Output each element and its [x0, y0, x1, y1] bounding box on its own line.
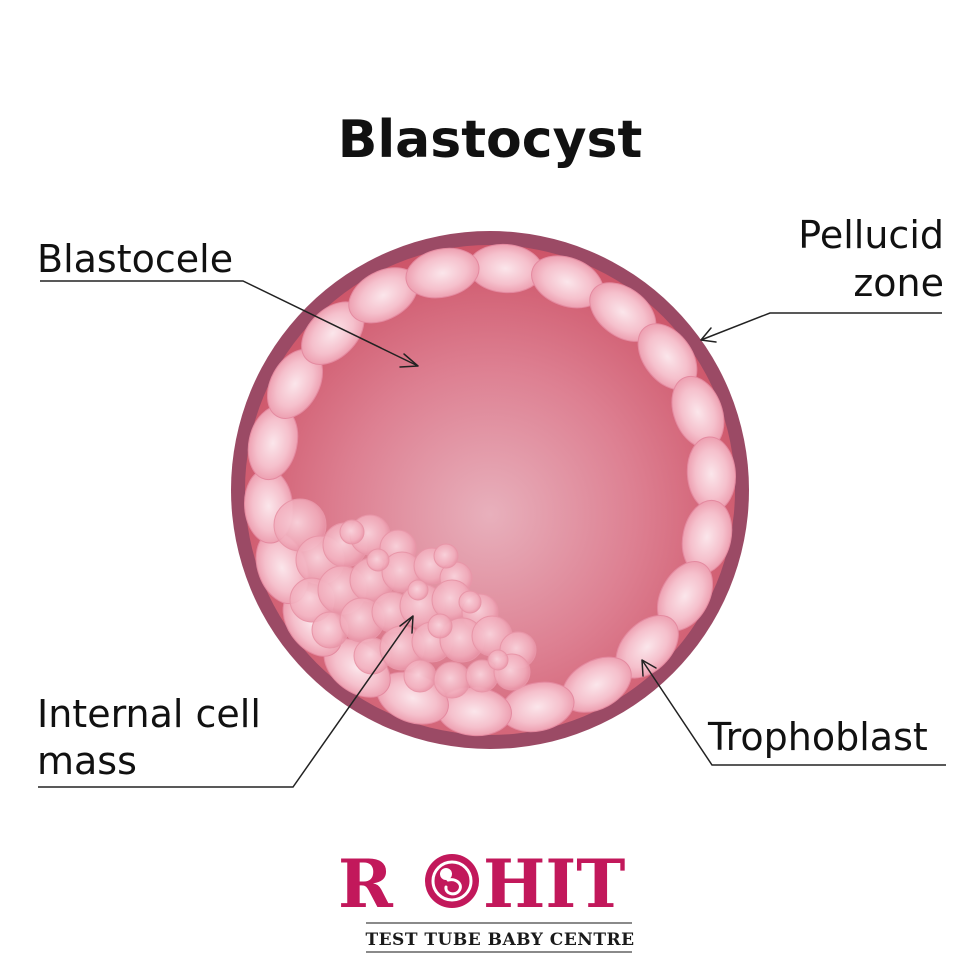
logo-embryo-emblem	[425, 854, 479, 908]
logo-letter-r: R	[338, 845, 394, 923]
trophoblast-cell	[405, 247, 480, 299]
arrowhead-blastocele	[399, 353, 419, 368]
inner-cell	[433, 661, 471, 699]
rohit-logo: R HIT TEST TUBE BABY CENTRE	[338, 845, 634, 953]
logo-letters-hit: HIT	[483, 845, 625, 923]
label-pellucid-zone-line1: Pellucid	[798, 213, 944, 257]
inner-cell	[407, 579, 429, 601]
label-pellucid-zone-line2: zone	[853, 261, 944, 305]
arrowhead-pellucid-zone	[700, 327, 717, 343]
arrowhead-trophoblast	[641, 659, 657, 677]
inner-cell	[339, 519, 365, 545]
leader-pellucid-zone	[700, 312, 942, 343]
label-blastocele: Blastocele	[37, 237, 233, 281]
label-internal-cell-mass-line2: mass	[37, 739, 137, 783]
leader-trophoblast	[641, 659, 946, 766]
logo-tagline: TEST TUBE BABY CENTRE	[365, 930, 634, 950]
blastocyst-body	[231, 231, 749, 749]
label-trophoblast: Trophoblast	[707, 715, 928, 759]
arrowhead-internal-cell-mass	[399, 615, 414, 634]
inner-cell	[403, 659, 437, 693]
diagram-title: Blastocyst	[338, 110, 643, 170]
label-internal-cell-mass-line1: Internal cell	[37, 692, 261, 736]
inner-cell	[458, 590, 482, 614]
inner-cell	[366, 548, 390, 572]
inner-cell	[433, 543, 459, 569]
inner-cell	[427, 613, 453, 639]
inner-cell	[487, 649, 509, 671]
internal-cell-mass-cluster	[273, 498, 537, 699]
leader-internal-cell-mass	[38, 615, 414, 788]
leader-blastocele	[40, 280, 419, 368]
